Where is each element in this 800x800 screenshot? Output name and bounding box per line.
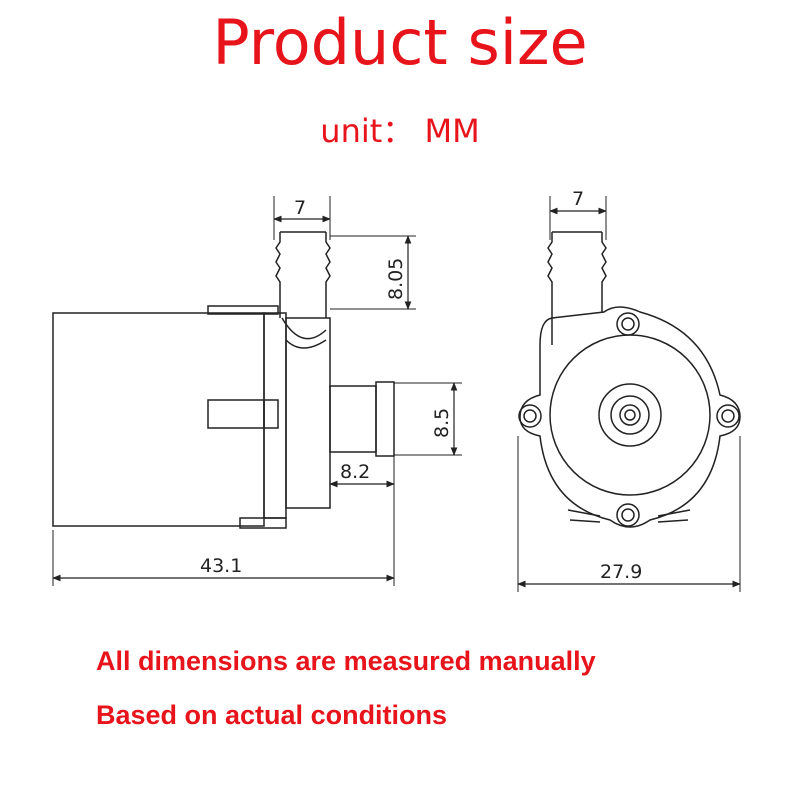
bolt-hole-left [518,404,542,428]
motor-body [52,312,265,527]
side-view: 7 8.05 8.5 8.2 43.1 [52,196,462,586]
page-title: Product size [212,6,588,79]
front-main-circle [549,334,711,496]
flange-tab-top [207,305,279,315]
bolt-hole-bottom [616,503,640,527]
side-inlet-length-label: 8.2 [340,461,370,483]
front-total-width-label: 27.9 [600,561,642,583]
side-outlet-height-label: 8.05 [385,258,407,300]
front-hub [598,383,662,447]
side-outlet-width-label: 7 [294,197,306,219]
flange-tab-bottom [239,517,287,529]
shaft-stub [207,399,279,429]
bolt-hole-top [616,312,640,336]
front-outlet-width-label: 7 [572,188,584,210]
note-measured-manually: All dimensions are measured manually [96,646,596,676]
front-feet [567,509,691,523]
front-view: 7 27.9 [517,188,741,592]
note-actual-conditions: Based on actual conditions [96,700,448,730]
inlet-pipe [329,385,377,453]
bolt-hole-right [716,404,740,428]
front-outlet-pipe [547,231,607,345]
pump-head [285,317,331,509]
front-housing [519,306,741,528]
side-inlet-diameter-label: 8.5 [431,408,453,438]
unit-label: unit： MM [320,112,480,150]
side-total-length-label: 43.1 [200,555,242,577]
outlet-pipe [275,231,331,318]
flange [263,312,287,519]
